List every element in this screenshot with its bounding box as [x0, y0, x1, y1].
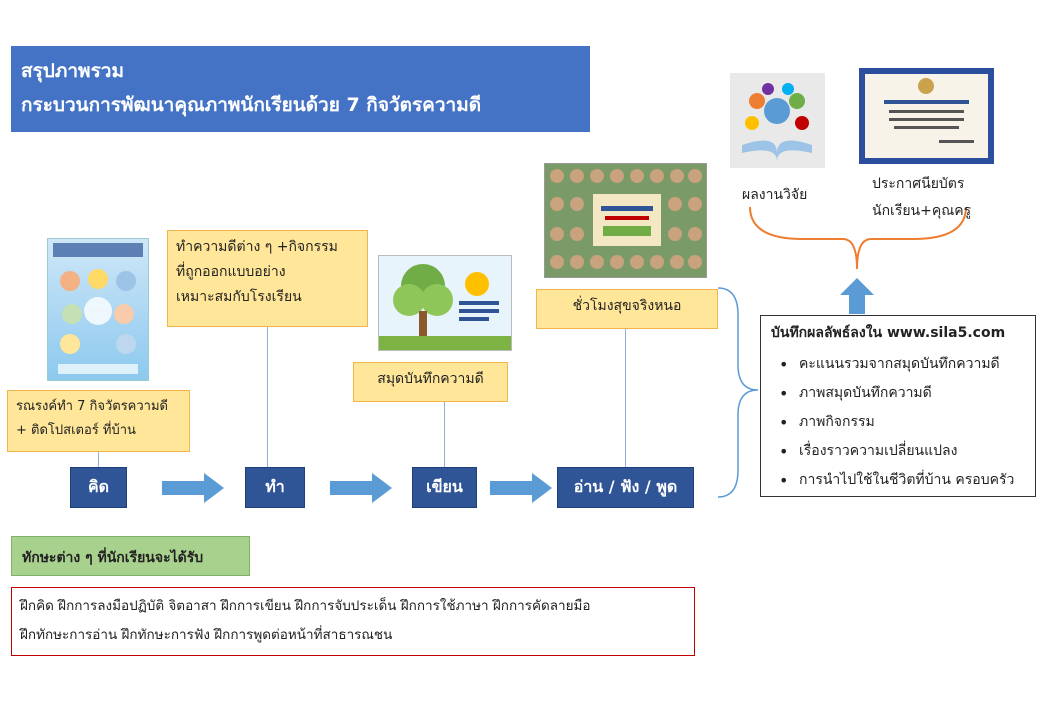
research-image	[730, 73, 825, 168]
photo-collage	[544, 163, 707, 278]
results-record-box: บันทึกผลลัพธ์ลงใน www.sila5.com คะแนนรวม…	[760, 315, 1036, 497]
title-line-1: สรุปภาพรวม	[21, 60, 124, 82]
flow-arrow-2	[330, 473, 392, 503]
certificate-image	[859, 68, 994, 164]
notebook-note: สมุดบันทึกความดี	[353, 362, 508, 402]
poster-image	[47, 238, 149, 381]
flow-arrow-1	[162, 473, 224, 503]
skills-heading: ทักษะต่าง ๆ ที่นักเรียนจะได้รับ	[11, 536, 250, 576]
skills-line-2: ฝึกทักษะการอ่าน ฝึกทักษะการฟัง ฝึกการพูด…	[20, 627, 393, 643]
list-item: ภาพสมุดบันทึกความดี	[779, 379, 1025, 408]
activities-note: ทำความดีต่าง ๆ +กิจกรรม ที่ถูกออกแบบอย่า…	[167, 230, 368, 327]
happy-hour-note: ชั่วโมงสุขจริงหนอ	[536, 289, 718, 329]
list-item: คะแนนรวมจากสมุดบันทึกความดี	[779, 350, 1025, 379]
step-think: คิด	[70, 467, 127, 508]
step-do: ทำ	[245, 467, 305, 508]
list-item: ภาพกิจกรรม	[779, 408, 1025, 437]
title-line-2: กระบวนการพัฒนาคุณภาพนักเรียนด้วย 7 กิจวั…	[21, 94, 482, 116]
connector-line-1	[98, 452, 99, 467]
title-banner: สรุปภาพรวม กระบวนการพัฒนาคุณภาพนักเรียนด…	[11, 46, 590, 132]
record-heading: บันทึกผลลัพธ์ลงใน www.sila5.com	[771, 325, 1006, 341]
connector-line-4	[625, 329, 626, 467]
up-arrow	[840, 278, 874, 314]
step-read-listen-speak: อ่าน / ฟัง / พูด	[557, 467, 694, 508]
list-item: เรื่องราวความเปลี่ยนแปลง	[779, 437, 1025, 466]
skills-line-1: ฝึกคิด ฝึกการลงมือปฏิบัติ จิตอาสา ฝึกการ…	[20, 598, 591, 614]
connector-line-2	[267, 327, 268, 467]
record-list: คะแนนรวมจากสมุดบันทึกความดี ภาพสมุดบันทึ…	[771, 350, 1025, 495]
list-item: การนำไปใช้ในชีวิตที่บ้าน ครอบครัว	[779, 466, 1025, 495]
bracket-connector	[717, 287, 759, 498]
research-label: ผลงานวิจัย	[742, 187, 808, 203]
notebook-image	[378, 255, 512, 351]
connector-line-3	[444, 402, 445, 467]
skills-box: ฝึกคิด ฝึกการลงมือปฏิบัติ จิตอาสา ฝึกการ…	[11, 587, 695, 656]
flow-arrow-3	[490, 473, 552, 503]
output-brace	[749, 206, 967, 270]
step-write: เขียน	[412, 467, 477, 508]
campaign-note: รณรงค์ทำ 7 กิจวัตรความดี + ติดโปสเตอร์ ท…	[7, 390, 190, 452]
certificate-label: ประกาศนียบัตร นักเรียน+คุณครู	[872, 176, 972, 219]
